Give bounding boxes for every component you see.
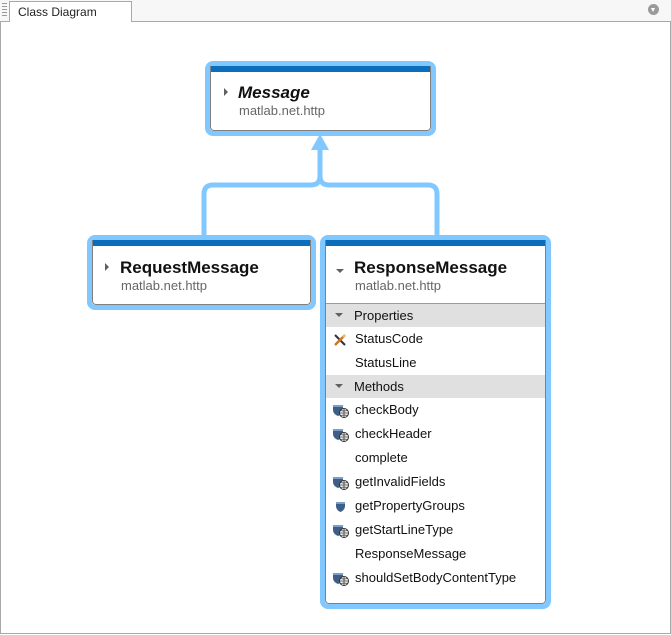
property-name: StatusCode (355, 331, 423, 346)
section-label: Methods (354, 379, 404, 394)
read-only-pencil-icon (334, 334, 346, 346)
collapse-arrow-icon[interactable] (336, 269, 344, 273)
method-name: getStartLineType (355, 522, 454, 537)
protected-static-method-icon (333, 525, 349, 538)
class-box-response-message[interactable]: ResponseMessage matlab.net.http Properti… (320, 235, 551, 609)
collapse-arrow-icon[interactable] (335, 384, 343, 388)
section-methods[interactable]: Methods (326, 375, 545, 398)
property-item[interactable]: StatusLine (326, 351, 545, 375)
protected-static-method-icon (333, 573, 349, 586)
method-name: getPropertyGroups (355, 498, 465, 513)
class-name: Message (238, 83, 310, 102)
chevron-down-circle-icon[interactable] (648, 4, 659, 15)
method-item[interactable]: shouldSetBodyContentType (326, 566, 545, 590)
method-name: complete (355, 450, 408, 465)
drag-grip-icon[interactable] (2, 3, 7, 17)
protected-static-method-icon (333, 405, 349, 418)
section-properties[interactable]: Properties (326, 304, 545, 327)
collapse-arrow-icon[interactable] (335, 313, 343, 317)
expand-arrow-icon[interactable] (224, 88, 228, 96)
class-header-bar (93, 240, 310, 246)
class-box-request-message[interactable]: RequestMessage matlab.net.http (87, 235, 316, 310)
method-item[interactable]: checkBody (326, 398, 545, 422)
generalization-arrow-icon (311, 134, 329, 150)
class-name: RequestMessage (120, 258, 259, 277)
method-item[interactable]: ResponseMessage (326, 542, 545, 566)
tab-class-diagram-viewer[interactable]: Class Diagram Viewer (9, 1, 132, 39)
method-name: checkBody (355, 402, 419, 417)
method-item[interactable]: checkHeader (326, 422, 545, 446)
property-name: StatusLine (355, 355, 417, 370)
method-item[interactable]: getStartLineType (326, 518, 545, 542)
class-header-bar (326, 240, 545, 246)
class-package: matlab.net.http (121, 278, 207, 293)
class-package: matlab.net.http (239, 103, 325, 118)
method-item[interactable]: complete (326, 446, 545, 470)
class-package: matlab.net.http (355, 278, 441, 293)
method-name: shouldSetBodyContentType (355, 570, 517, 585)
property-item[interactable]: StatusCode (326, 327, 545, 351)
protected-static-method-icon (333, 429, 349, 442)
method-name: checkHeader (355, 426, 432, 441)
method-item[interactable]: getPropertyGroups (326, 494, 545, 518)
tab-bar: Class Diagram Viewer (0, 0, 671, 39)
method-item[interactable]: getInvalidFields (326, 470, 545, 494)
protected-static-method-icon (333, 477, 349, 490)
expand-arrow-icon[interactable] (105, 263, 109, 271)
class-name: ResponseMessage (354, 258, 508, 277)
protected-method-icon (336, 502, 345, 512)
class-box-message[interactable]: Message matlab.net.http (205, 61, 436, 136)
section-label: Properties (354, 308, 414, 323)
method-name: ResponseMessage (355, 546, 467, 561)
method-name: getInvalidFields (355, 474, 446, 489)
class-header-bar (211, 66, 430, 72)
